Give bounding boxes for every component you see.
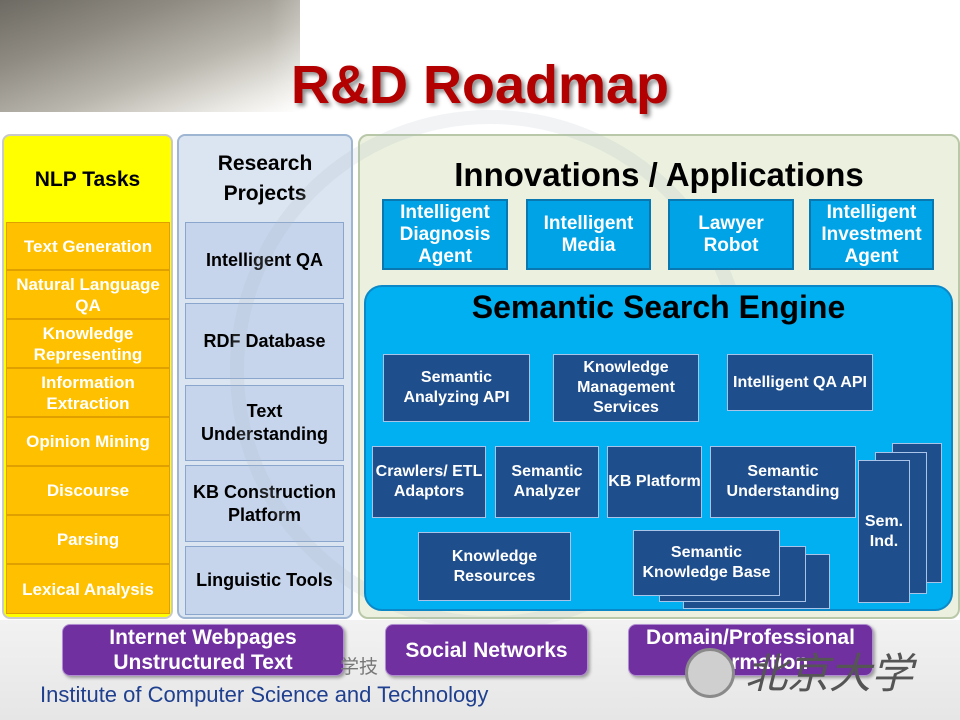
semantic-understanding: Semantic Understanding [710, 446, 856, 518]
nlp-task-opinion-mining: Opinion Mining [6, 417, 170, 466]
footer-chinese-fragment: 学技 [340, 656, 379, 678]
university-name: 北京大学 [745, 649, 914, 698]
nlp-task-natural-language-qa: Natural Language QA [6, 270, 170, 319]
semantic-knowledge-base: Semantic Knowledge Base [633, 530, 780, 596]
app-intelligent-investment-agent: Intelligent Investment Agent [809, 199, 934, 270]
nlp-task-information-extraction: Information Extraction [6, 368, 170, 417]
app-lawyer-robot: Lawyer Robot [668, 199, 794, 270]
semantic-analyzer: Semantic Analyzer [495, 446, 599, 518]
app-intelligent-media: Intelligent Media [526, 199, 651, 270]
search-engine-title: Semantic Search Engine [471, 288, 846, 325]
nlp-tasks-title: NLP Tasks [34, 168, 141, 191]
knowledge-resources: Knowledge Resources [418, 532, 571, 601]
source-internet-webpages: Internet Webpages Unstructured Text [62, 624, 344, 676]
institute-name: Institute of Computer Science and Techno… [40, 682, 489, 707]
crawlers-etl-adaptors: Crawlers/ ETL Adaptors [372, 446, 486, 518]
intelligent-qa-api: Intelligent QA API [727, 354, 873, 411]
page-title: R&D Roadmap [290, 55, 670, 115]
research-projects-title: Research Projects [217, 152, 313, 205]
header-fade [0, 0, 960, 112]
app-intelligent-diagnosis-agent: Intelligent Diagnosis Agent [382, 199, 508, 270]
nlp-task-parsing: Parsing [6, 515, 170, 564]
nlp-task-text-generation: Text Generation [6, 222, 170, 270]
kb-platform: KB Platform [607, 446, 702, 518]
innovations-title: Innovations / Applications [454, 156, 864, 193]
semantic-analyzing-api: Semantic Analyzing API [383, 354, 530, 422]
nlp-task-discourse: Discourse [6, 466, 170, 515]
knowledge-management-services: Knowledge Management Services [553, 354, 699, 422]
university-seal-icon [685, 648, 735, 698]
nlp-task-lexical-analysis: Lexical Analysis [6, 564, 170, 614]
nlp-task-knowledge-representing: Knowledge Representing [6, 319, 170, 368]
source-social-networks: Social Networks [385, 624, 588, 676]
sem-ind: Sem. Ind. [858, 460, 910, 603]
